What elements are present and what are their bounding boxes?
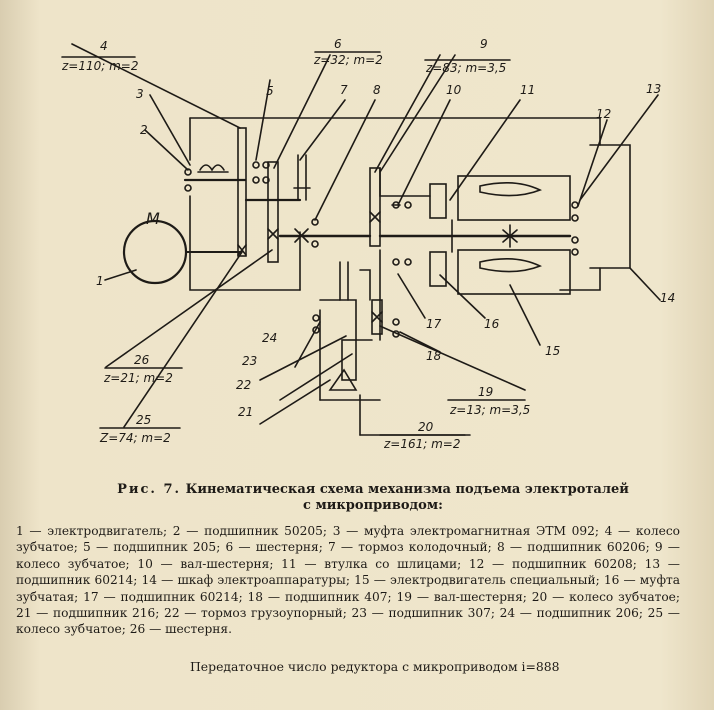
brake-7: [297, 154, 307, 201]
figure-number: Рис. 7.: [117, 482, 182, 497]
gear-6-26: [267, 161, 279, 263]
label-19: 19: [478, 385, 493, 399]
figure-caption: Рис. 7. Кинематическая схема механизма п…: [58, 482, 688, 514]
label-7: 7: [340, 83, 348, 97]
coupling-16: [429, 251, 447, 287]
gear-ratio-note: Передаточное число редуктора с микроприв…: [190, 659, 560, 674]
sleeve-11: [429, 183, 447, 219]
cabinet-14-outline: [589, 144, 661, 301]
shaft-gear-19: [371, 299, 383, 335]
gear-26-params: z=21; m=2: [103, 371, 173, 385]
label-22: 22: [236, 378, 251, 392]
label-6: 6: [334, 37, 342, 51]
label-8: 8: [373, 83, 381, 97]
label-24: 24: [262, 331, 277, 345]
gear-25-params: Z=74; m=2: [99, 431, 171, 445]
label-12: 12: [596, 107, 611, 121]
label-2: 2: [140, 123, 148, 137]
gear-20-params: z=161; m=2: [383, 437, 461, 451]
label-18: 18: [426, 349, 442, 363]
coupling-3: [199, 164, 225, 172]
label-26: 26: [134, 353, 150, 367]
gear-9-params: z=83; m=3,5: [425, 61, 506, 75]
caption-line-1: Кинематическая схема механизма подъема э…: [185, 482, 629, 497]
motor-15-top: [457, 175, 571, 221]
label-5: 5: [266, 84, 274, 98]
gear-4: [237, 127, 247, 257]
gear-19-params: z=13; m=3,5: [449, 403, 530, 417]
gear-4-params: z=110; m=2: [61, 59, 139, 73]
gear-6-params: z=32; m=2: [313, 53, 383, 67]
label-23: 23: [242, 354, 257, 368]
motor-label: M: [146, 209, 160, 228]
label-3: 3: [136, 87, 144, 101]
motor-circle: [122, 219, 188, 285]
label-17: 17: [426, 317, 442, 331]
caption-line-2: с микроприводом:: [303, 498, 443, 513]
label-11: 11: [520, 83, 535, 97]
label-1: 1: [96, 274, 104, 288]
label-16: 16: [484, 317, 500, 331]
brake-22: [341, 339, 357, 381]
label-4: 4: [100, 39, 108, 53]
label-25: 25: [136, 413, 151, 427]
label-14: 14: [660, 291, 675, 305]
label-13: 13: [646, 82, 661, 96]
label-20: 20: [418, 420, 434, 434]
label-10: 10: [446, 83, 462, 97]
kinematic-diagram: 4 3 2 5 6 7 8 9 10 11 12 13 14 15 16 17 …: [61, 37, 675, 451]
label-21: 21: [238, 405, 253, 419]
label-9: 9: [480, 37, 488, 51]
label-15: 15: [545, 344, 560, 358]
gear-9: [369, 167, 381, 247]
figure-legend: 1 — электродвигатель; 2 — подшипник 5020…: [16, 524, 680, 637]
